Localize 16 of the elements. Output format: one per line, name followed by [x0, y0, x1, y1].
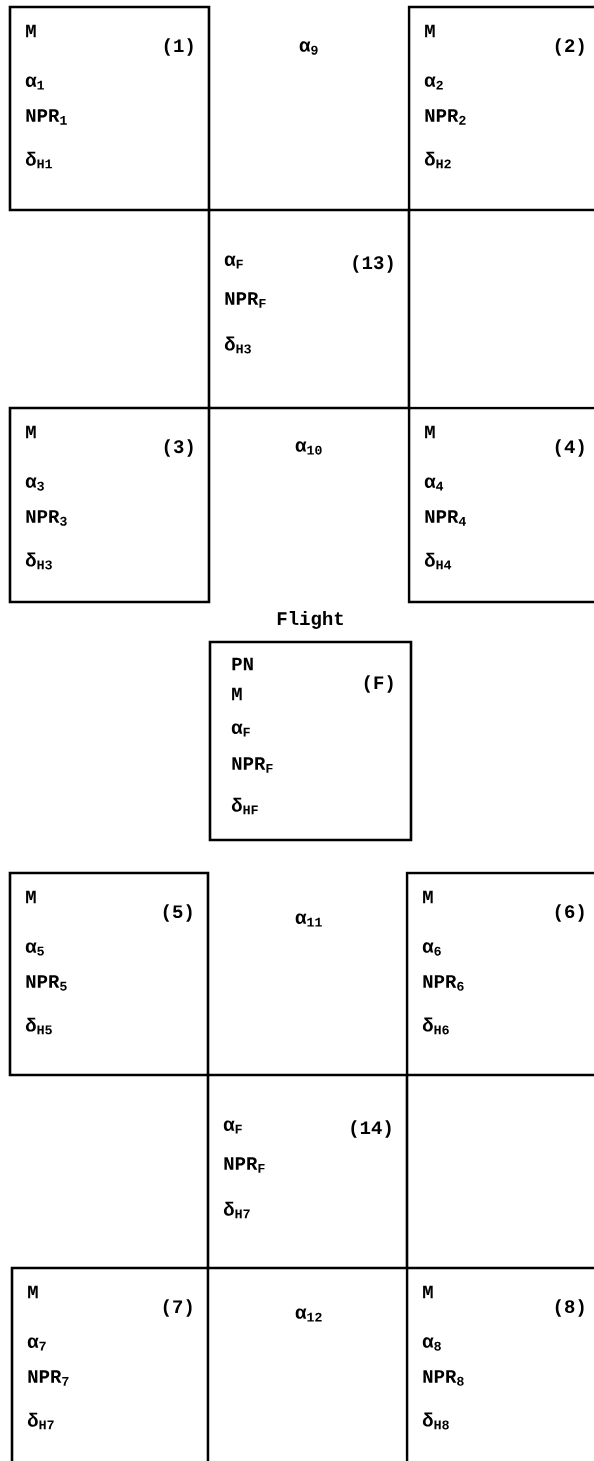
parameter-box: α$_{F}$ (14) NPR$_{F}$ δ$_{H7}$ — [206, 1073, 409, 1270]
parameter-box: M (8) α$_{8}$ NPR$_{8}$ δ$_{H8}$ — [405, 1266, 594, 1461]
parameter-box: M (6) α$_{6}$ NPR$_{6}$ δ$_{H6}$ — [405, 871, 594, 1077]
parameter-box: M (7) α$_{7}$ NPR$_{7}$ δ$_{H7}$ — [10, 1266, 210, 1461]
parameter-box: M (1) α$_{1}$ NPR$_{1}$ δ$_{H1}$ — [8, 5, 211, 212]
parameter-box: α$_{F}$ (13) NPR$_{F}$ δ$_{H3}$ — [207, 208, 411, 410]
parameter-box: M (3) α$_{3}$ NPR$_{3}$ δ$_{H3}$ — [8, 406, 211, 604]
variable-label: α$_{9}$ — [299, 41, 318, 55]
parameter-box: M (5) α$_{5}$ NPR$_{5}$ δ$_{H5}$ — [8, 871, 210, 1077]
parameter-box: Flight PN M (F) α$_{F}$ NPR$_{F}$ δ$_{HF}$ — [208, 611, 413, 842]
variable-label: α$_{10}$ — [295, 441, 322, 455]
node-label: Flight — [277, 611, 343, 629]
parameter-box: M (4) α$_{4}$ NPR$_{4}$ δ$_{H4}$ — [407, 406, 594, 604]
parameter-box: M (2) α$_{2}$ NPR$_{2}$ δ$_{H2}$ — [407, 5, 594, 212]
variable-label: α$_{11}$ — [295, 913, 322, 927]
variable-label: α$_{12}$ — [295, 1308, 322, 1322]
